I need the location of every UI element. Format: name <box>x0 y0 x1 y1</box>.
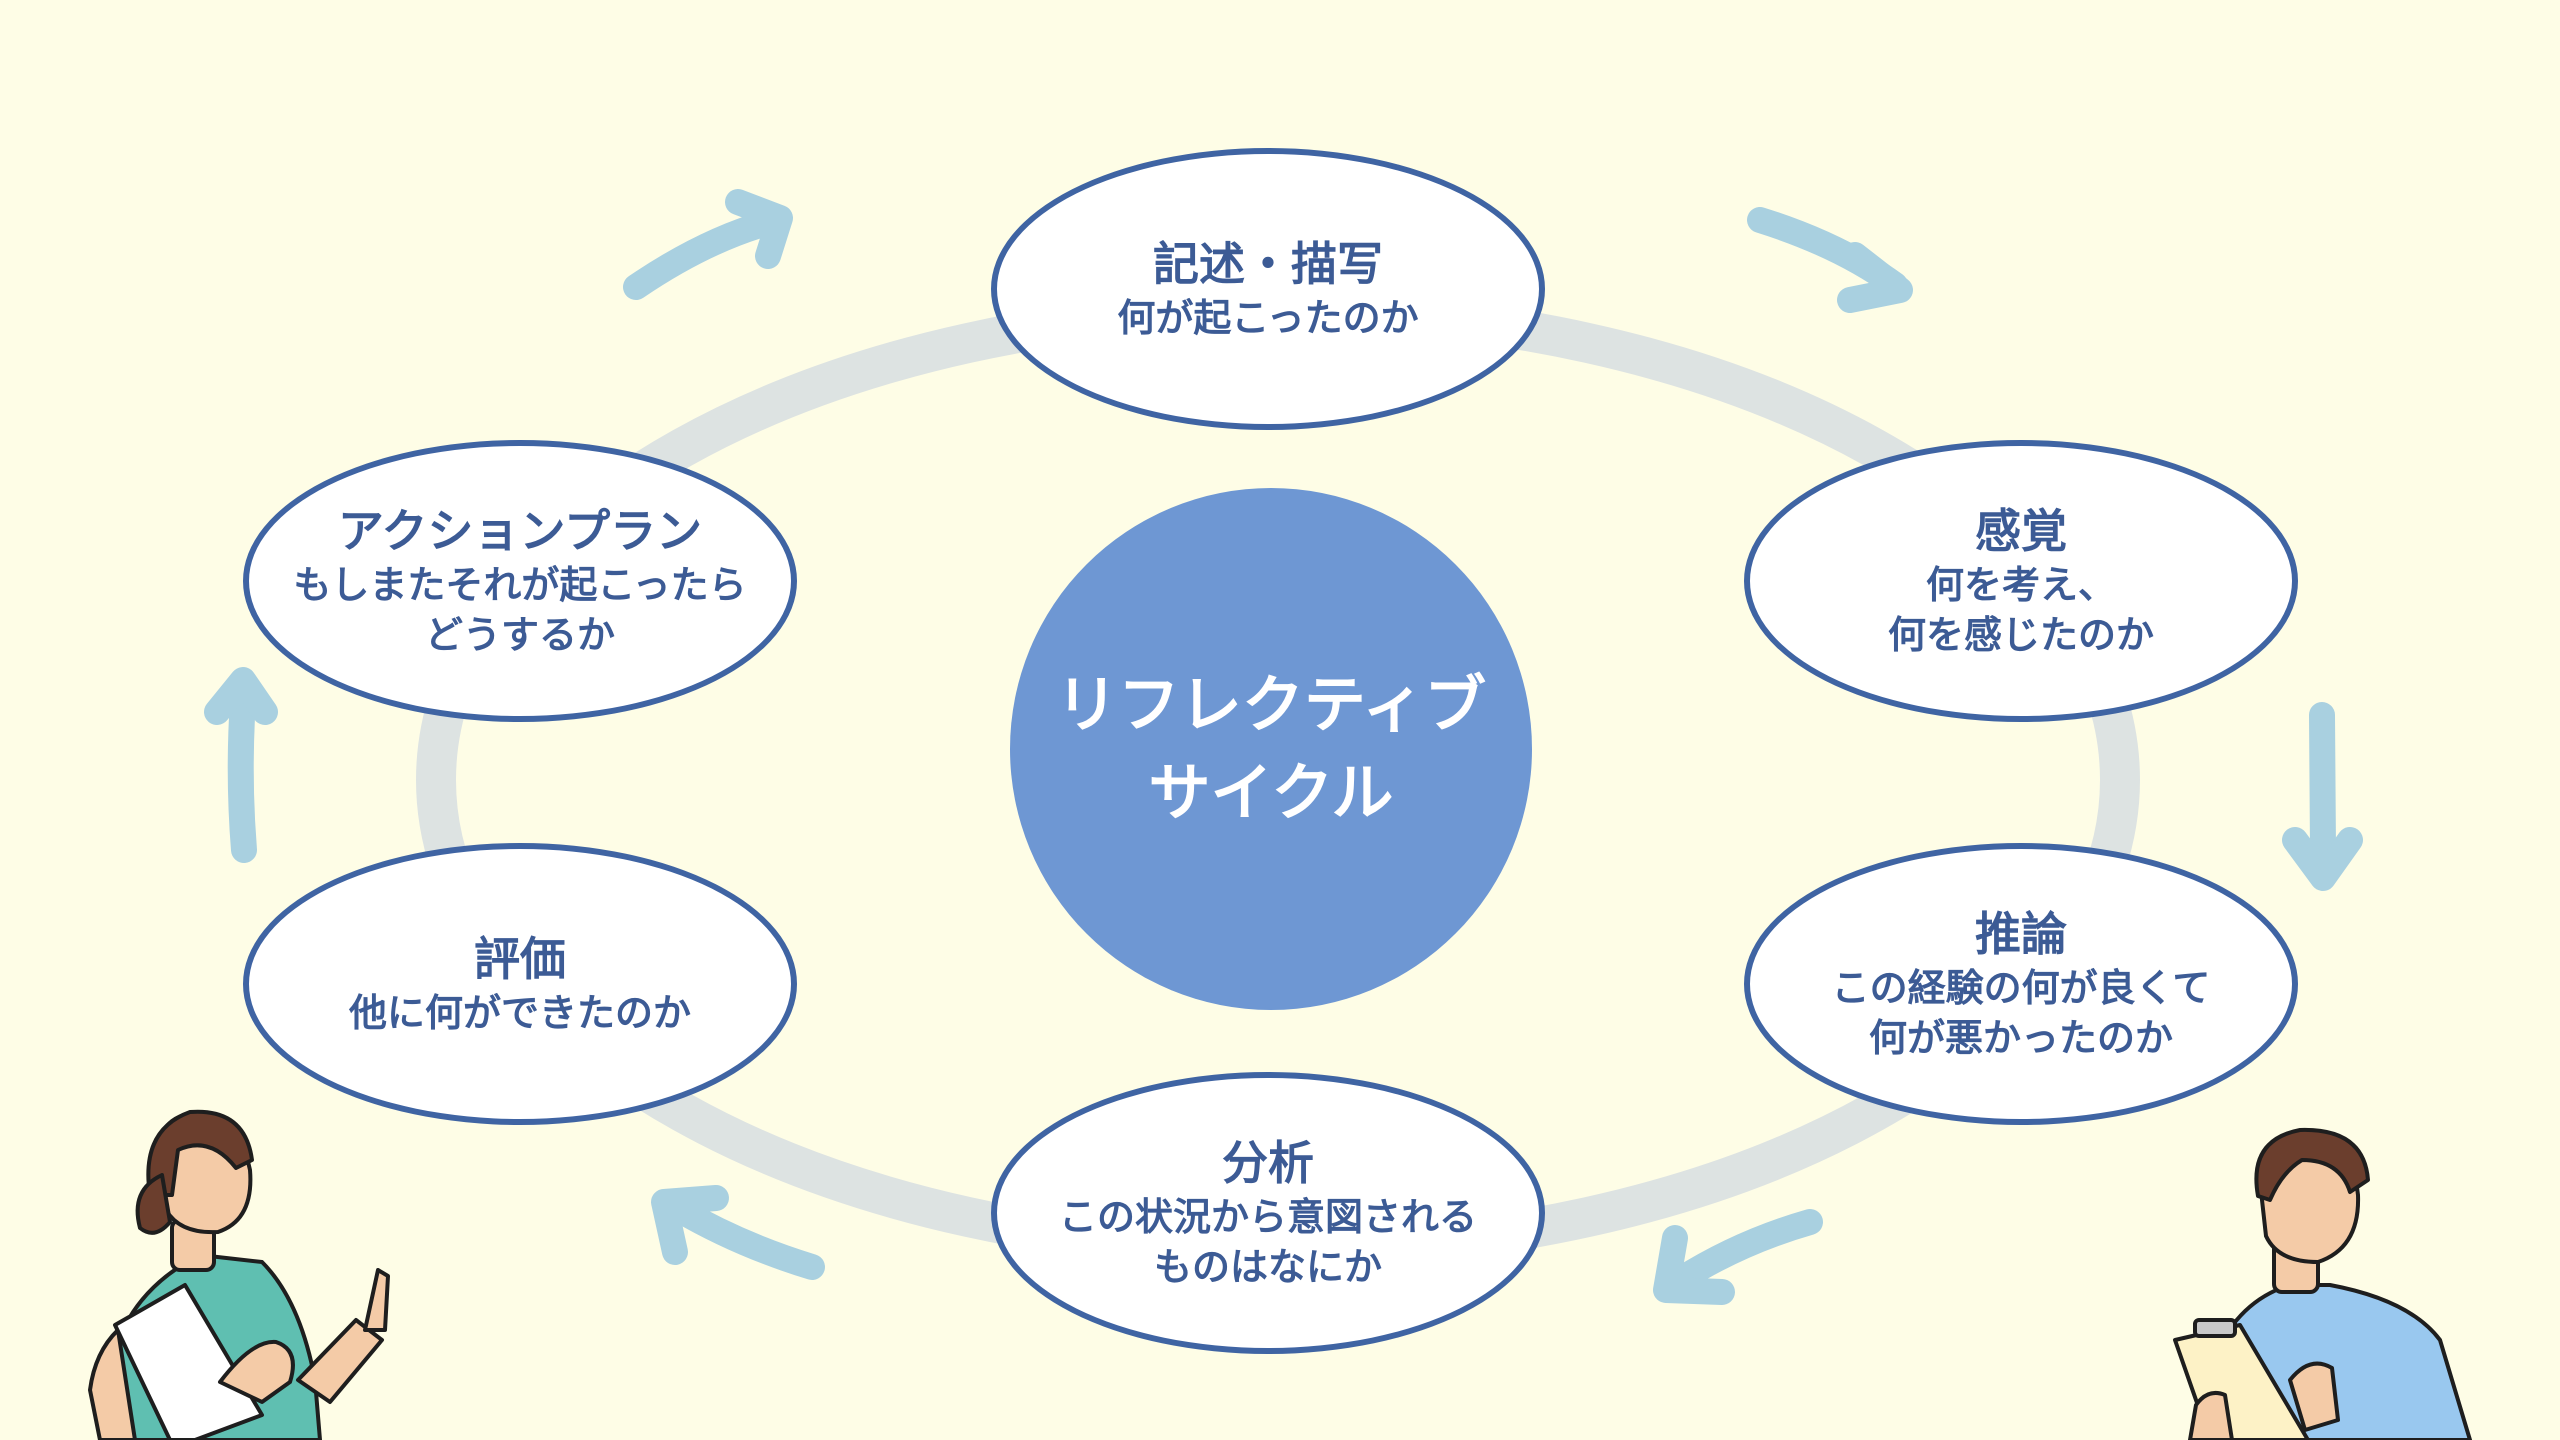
node-evaluation: 評価 他に何ができたのか <box>243 843 797 1125</box>
nurse-illustration <box>88 1109 390 1440</box>
node-desc-line: もしまたそれが起こったら <box>293 563 747 607</box>
center-label-line1: リフレクティブ <box>1055 668 1487 741</box>
node-desc-line: 他に何ができたのか <box>348 991 691 1035</box>
node-desc-line: 何が悪かったのか <box>1868 1016 2173 1060</box>
node-action-plan: アクションプラン もしまたそれが起こったら どうするか <box>243 440 797 722</box>
node-title: アクションプラン <box>337 504 703 558</box>
node-title: 評価 <box>474 932 566 986</box>
node-desc-line: この経験の何が良くて <box>1831 966 2211 1010</box>
arrow-icon <box>651 1185 825 1280</box>
node-desc-line: 何を感じたのか <box>1887 613 2154 657</box>
node-title: 推論 <box>1975 907 2067 961</box>
arrow-icon <box>1653 1209 1823 1305</box>
node-analysis: 分析 この状況から意図される ものはなにか <box>991 1072 1545 1354</box>
arrow-icon <box>1747 207 1913 313</box>
node-desc-line: 何が起こったのか <box>1117 296 1419 340</box>
arrow-icon <box>2282 702 2363 891</box>
node-title: 感覚 <box>1975 504 2067 558</box>
node-desc-line: どうするか <box>424 613 615 657</box>
arrow-icon <box>623 189 793 300</box>
node-title: 記述・描写 <box>1153 237 1383 291</box>
node-desc-line: ものはなにか <box>1153 1245 1382 1289</box>
node-inference: 推論 この経験の何が良くて 何が悪かったのか <box>1744 843 2298 1125</box>
node-desc-line: この状況から意図される <box>1058 1195 1477 1239</box>
arrow-icon <box>204 667 278 863</box>
man-illustration <box>2173 1127 2472 1440</box>
center-circle: リフレクティブ サイクル <box>1010 488 1532 1010</box>
node-description: 記述・描写 何が起こったのか <box>991 148 1545 430</box>
node-desc-line: 何を考え、 <box>1925 563 2116 607</box>
node-title: 分析 <box>1222 1136 1314 1190</box>
node-feelings: 感覚 何を考え、 何を感じたのか <box>1744 440 2298 722</box>
center-label-line2: サイクル <box>1148 756 1394 829</box>
